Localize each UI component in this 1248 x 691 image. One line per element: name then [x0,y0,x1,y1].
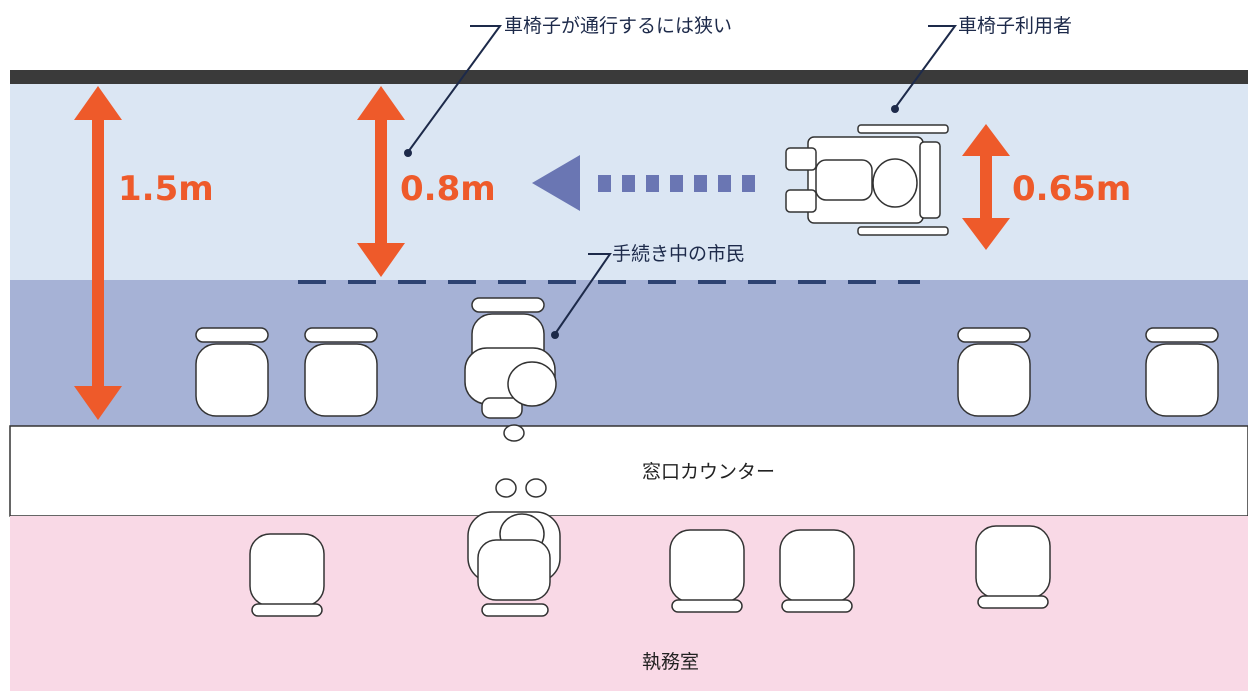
counter-label: 窓口カウンター [642,461,775,483]
wheelchair-user-leader [894,25,957,109]
wheelchair-user-label: 車椅子利用者 [958,15,1072,37]
wheelchair-width-label: 0.65m [1012,169,1131,209]
direction-arrow [532,155,755,211]
waiting-chair [1145,327,1219,417]
top-wall [10,70,1248,84]
total-width-arrow [74,86,122,420]
total-width-label: 1.5m [118,169,214,209]
office-chair [975,525,1051,609]
waiting-chair [195,327,269,417]
remaining-width-arrow [357,86,405,277]
waiting-chair [304,327,378,417]
wheelchair-width-arrow [962,124,1010,250]
remaining-width-label: 0.8m [400,169,496,209]
waiting-zone [10,280,1248,426]
office-chair [779,529,855,613]
narrow-note-leader [407,25,502,153]
waiting-chair [957,327,1031,417]
office-zone [10,516,1248,691]
counter-zone [9,425,1248,517]
office-chair [669,529,745,613]
citizen-figure [464,347,557,442]
narrow-note-label: 車椅子が通行するには狭い [504,15,732,37]
citizen-leader [554,253,612,335]
staff-figure [467,478,561,617]
wheelchair-user-figure [785,124,949,236]
citizen-label: 手続き中の市民 [612,243,745,265]
office-chair [249,533,325,617]
office-label: 執務室 [642,651,699,673]
